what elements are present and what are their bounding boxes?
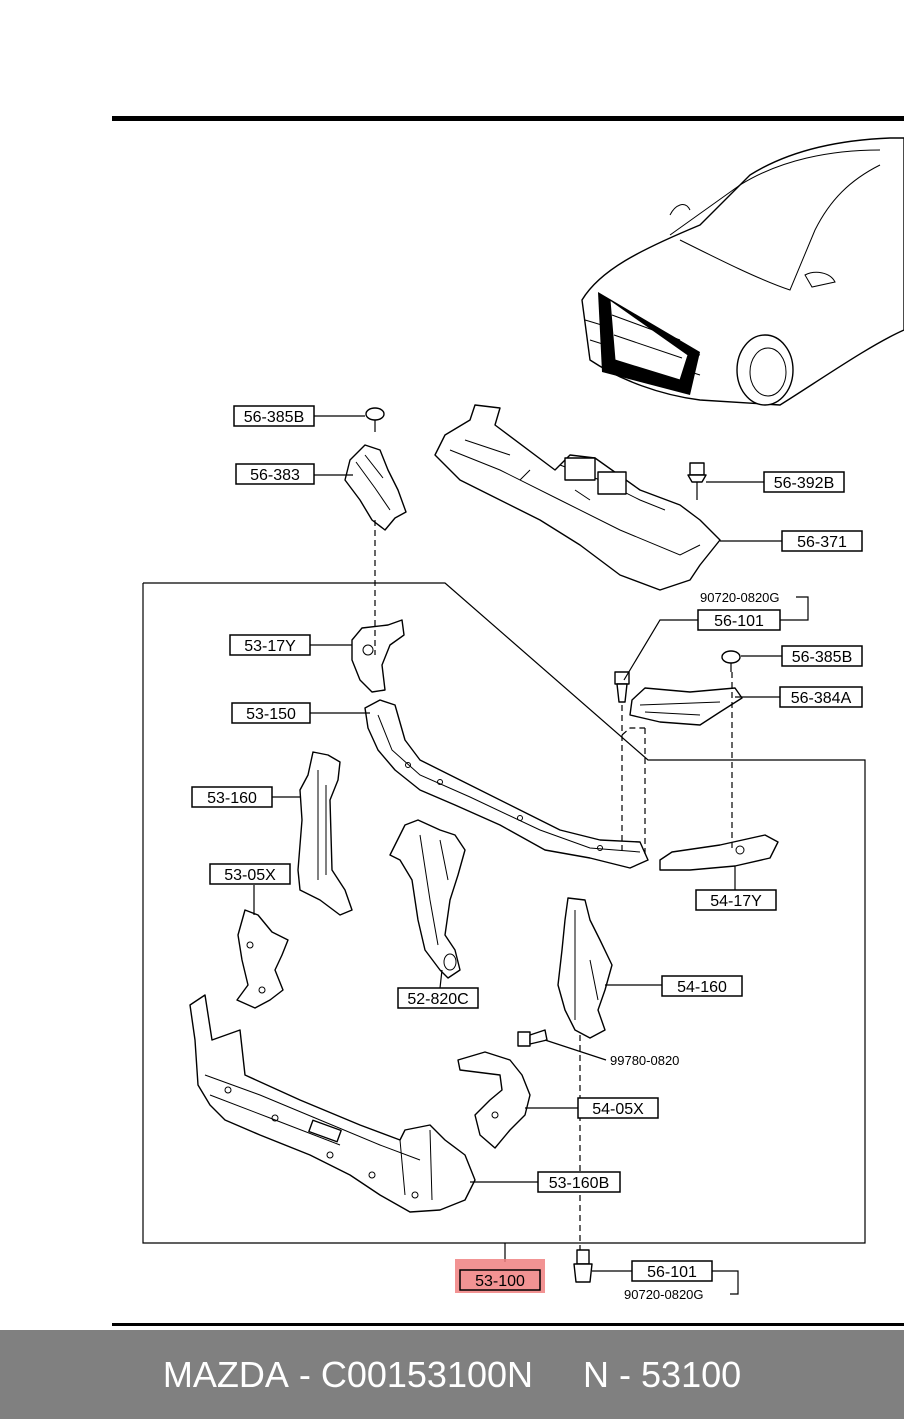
- svg-text:56-371: 56-371: [797, 534, 847, 551]
- label-56-371: 56-371: [781, 530, 863, 552]
- svg-text:56-385B: 56-385B: [792, 649, 853, 666]
- part-53-05X: [236, 909, 289, 1009]
- label-53-05X: 53-05X: [209, 863, 291, 885]
- svg-text:56-384A: 56-384A: [791, 690, 852, 707]
- label-56-385B-top: 56-385B: [233, 405, 315, 427]
- part-54-160: [557, 897, 613, 1039]
- part-56-371: [434, 404, 721, 591]
- footer-bar: MAZDA - C00153100N N - 53100: [0, 1330, 904, 1419]
- label-53-17Y: 53-17Y: [229, 634, 311, 656]
- svg-text:56-101: 56-101: [647, 1264, 697, 1281]
- part-56-101-bolt-upper: [614, 671, 630, 703]
- bottom-rule: [112, 1323, 904, 1326]
- svg-text:90720-0820G: 90720-0820G: [700, 590, 780, 605]
- label-53-160: 53-160: [191, 786, 273, 808]
- part-53-17Y: [351, 619, 405, 693]
- svg-text:53-100: 53-100: [475, 1273, 525, 1290]
- label-54-05X: 54-05X: [577, 1097, 659, 1119]
- label-56-384A: 56-384A: [779, 686, 863, 708]
- part-56-101-bolt-lower: [573, 1249, 593, 1283]
- svg-text:56-385B: 56-385B: [244, 409, 305, 426]
- label-53-160B: 53-160B: [537, 1171, 621, 1193]
- part-53-160B: [189, 994, 476, 1213]
- svg-text:99780-0820: 99780-0820: [610, 1053, 679, 1068]
- label-54-160: 54-160: [661, 975, 743, 997]
- part-56-384A: [629, 687, 743, 726]
- svg-text:56-383: 56-383: [250, 467, 300, 484]
- label-53-100-highlighted: 53-100: [455, 1259, 545, 1293]
- part-56-383: [344, 444, 407, 531]
- part-56-385B-clip-top: [365, 407, 385, 432]
- label-56-383: 56-383: [235, 463, 315, 485]
- footer-separator: -: [288, 1353, 321, 1395]
- part-99780-0820-bolt: [517, 1029, 548, 1047]
- label-53-150: 53-150: [231, 702, 311, 724]
- car-illustration: [581, 137, 904, 406]
- svg-text:53-150: 53-150: [246, 706, 296, 723]
- label-52-820C: 52-820C: [397, 987, 479, 1009]
- svg-text:54-05X: 54-05X: [592, 1101, 644, 1118]
- footer-code: C00153100N: [320, 1353, 534, 1395]
- footer-brand: MAZDA: [162, 1353, 289, 1395]
- assembly-outline: [142, 582, 866, 1244]
- label-56-385B-right: 56-385B: [781, 645, 863, 667]
- svg-text:53-05X: 53-05X: [224, 867, 276, 884]
- part-56-385B-clip-right: [721, 650, 741, 672]
- label-90720-0820G-bottom: 90720-0820G: [624, 1287, 704, 1302]
- part-53-160: [297, 751, 353, 916]
- svg-text:53-160: 53-160: [207, 790, 257, 807]
- svg-text:53-17Y: 53-17Y: [244, 638, 296, 655]
- leader-lines: [253, 415, 809, 1295]
- footer-part: N - 53100: [583, 1353, 742, 1395]
- label-56-392B: 56-392B: [763, 471, 845, 493]
- top-rule: [112, 116, 904, 121]
- part-54-05X: [457, 1051, 531, 1149]
- alignment-lines: [374, 520, 733, 1250]
- svg-text:56-392B: 56-392B: [774, 475, 835, 492]
- svg-text:90720-0820G: 90720-0820G: [624, 1287, 704, 1302]
- label-99780-0820: 99780-0820: [610, 1053, 679, 1068]
- svg-text:54-160: 54-160: [677, 979, 727, 996]
- svg-text:56-101: 56-101: [714, 613, 764, 630]
- label-56-101-top: 56-101: [697, 609, 781, 631]
- parts-diagram: 56-385B 56-383 56-392B 56-371 90720-0820…: [112, 116, 904, 1326]
- part-54-17Y: [659, 834, 779, 871]
- label-56-101-bottom: 56-101: [631, 1260, 713, 1282]
- part-52-820C: [389, 819, 466, 979]
- label-90720-0820G-top: 90720-0820G: [700, 590, 780, 605]
- svg-text:53-160B: 53-160B: [549, 1175, 610, 1192]
- svg-text:52-820C: 52-820C: [407, 991, 468, 1008]
- footer-gap: [533, 1354, 583, 1396]
- label-54-17Y: 54-17Y: [695, 889, 777, 911]
- part-53-150: [364, 699, 649, 869]
- part-56-392B-bolt: [687, 462, 707, 500]
- svg-text:54-17Y: 54-17Y: [710, 893, 762, 910]
